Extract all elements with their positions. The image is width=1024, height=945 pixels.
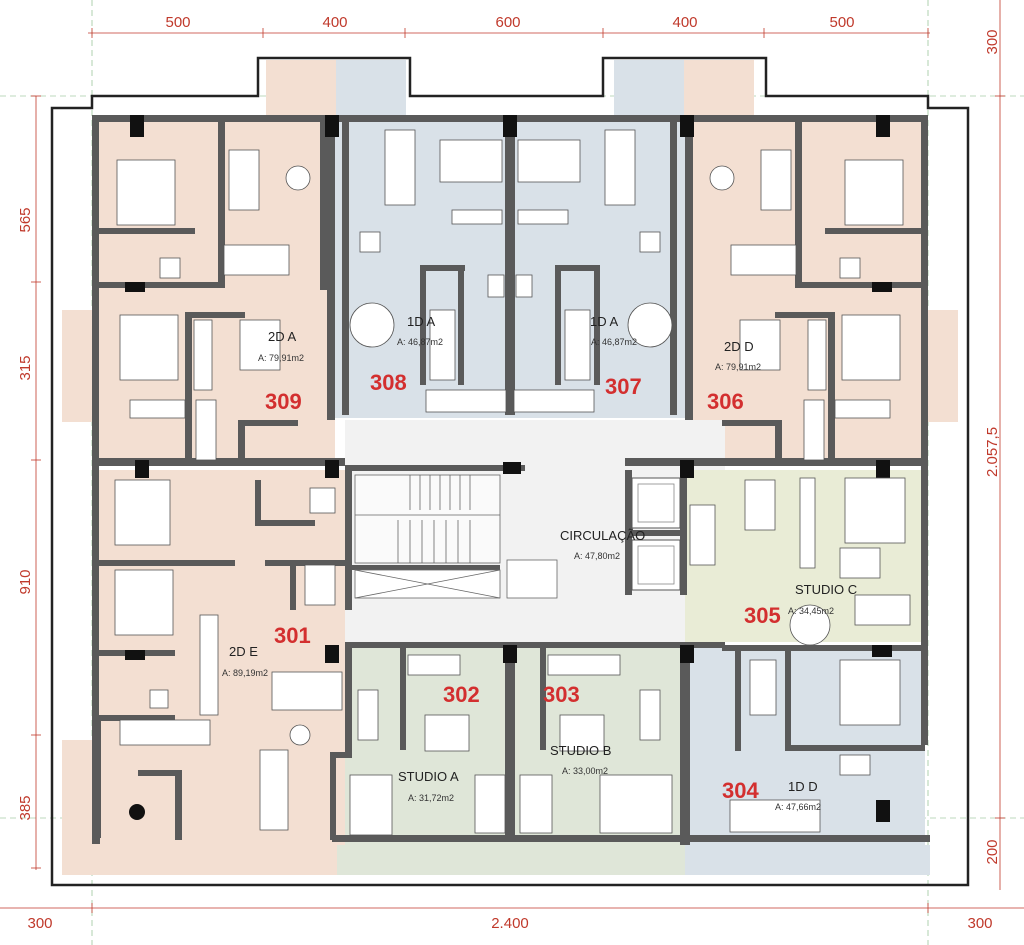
unit-302-name: STUDIO A [398, 769, 459, 784]
unit-306-number: 306 [707, 389, 744, 414]
dim-left-1: 565 [17, 207, 34, 232]
dim-right-total: 2.057,5 [984, 427, 1001, 477]
dim-left-2: 315 [17, 355, 34, 380]
unit-306-area: A: 79,91m2 [715, 362, 761, 372]
unit-307-name: 1D A [590, 314, 619, 329]
unit-309-number: 309 [265, 389, 302, 414]
unit-305-number: 305 [744, 603, 781, 628]
dim-bottom-2: 2.400 [491, 915, 529, 932]
unit-304-number: 304 [722, 778, 759, 803]
balcony-left-top-blue [336, 60, 406, 118]
slab-outline [50, 56, 970, 887]
dim-top-4: 400 [672, 14, 697, 31]
unit-307-number: 307 [605, 374, 642, 399]
unit-303-name: STUDIO B [550, 743, 611, 758]
unit-302-area: A: 31,72m2 [408, 793, 454, 803]
unit-309-area: A: 79,91m2 [258, 353, 304, 363]
elevator-1 [631, 477, 681, 529]
stair-core [354, 474, 681, 599]
balcony-bottom-303 [510, 845, 685, 875]
unit-305-name: STUDIO C [795, 582, 857, 597]
dim-bottom-3: 300 [967, 915, 992, 932]
unit-308-number: 308 [370, 370, 407, 395]
unit-307-area: A: 46,87m2 [591, 337, 637, 347]
unit-labels: 2D A A: 79,91m2 309 1D A A: 46,87m2 308 … [222, 314, 857, 812]
balcony-right-top [684, 60, 754, 118]
walls [92, 115, 930, 845]
dimension-lines [0, 0, 1024, 913]
bay-left [62, 310, 96, 422]
furniture [114, 129, 911, 836]
unit-302-number: 302 [443, 682, 480, 707]
dim-top-3: 600 [495, 14, 520, 31]
unit-301-number: 301 [274, 623, 311, 648]
circulation-name: CIRCULAÇÃO [560, 528, 645, 543]
unit-301-area: A: 89,19m2 [222, 668, 268, 678]
dim-right-bottom: 200 [984, 839, 1001, 864]
dim-bottom-1: 300 [27, 915, 52, 932]
balcony-left-top [266, 60, 336, 118]
balcony-bottom-304 [685, 845, 930, 875]
dim-top-right: 300 [984, 29, 1001, 54]
unit-308-name: 1D A [407, 314, 436, 329]
dim-top-1: 500 [165, 14, 190, 31]
elevator-2 [631, 539, 681, 591]
bay-right [924, 310, 958, 422]
dim-left-3: 910 [17, 569, 34, 594]
unit-303-number: 303 [543, 682, 580, 707]
unit-309-name: 2D A [268, 329, 297, 344]
dim-left-4: 385 [17, 795, 34, 820]
unit-308-area: A: 46,87m2 [397, 337, 443, 347]
unit-305-area: A: 34,45m2 [788, 606, 834, 616]
circulation-area: A: 47,80m2 [574, 551, 620, 561]
unit-301-balcony [62, 740, 337, 875]
unit-303-area: A: 33,00m2 [562, 766, 608, 776]
balcony-right-top-blue [614, 60, 684, 118]
dim-top-2: 400 [322, 14, 347, 31]
unit-304-name: 1D D [788, 779, 818, 794]
unit-304-area: A: 47,66m2 [775, 802, 821, 812]
balcony-bottom-302 [337, 845, 510, 875]
dim-top-5: 500 [829, 14, 854, 31]
unit-301-name: 2D E [229, 644, 258, 659]
dimension-labels: 500 400 600 400 500 300 565 315 910 385 … [17, 14, 1001, 932]
unit-306-name: 2D D [724, 339, 754, 354]
